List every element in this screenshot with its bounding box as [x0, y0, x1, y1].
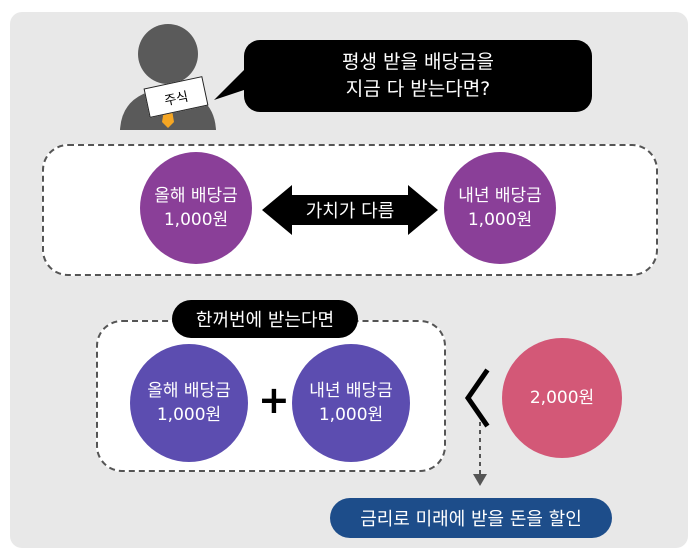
bottom-next-year-amount: 1,000원: [318, 405, 384, 425]
this-year-dividend-amount: 1,000원: [163, 210, 229, 230]
lump-sum-total-node: 2,000원: [502, 338, 622, 458]
lump-sum-title: 한꺼번에 받는다면: [172, 300, 358, 338]
value-differs-label: 가치가 다름: [305, 201, 395, 222]
this-year-dividend-label: 올해 배당금: [154, 186, 238, 206]
question-bubble: 평생 받을 배당금을 지금 다 받는다면?: [244, 40, 592, 112]
question-line-1: 평생 받을 배당금을: [342, 51, 494, 73]
bottom-next-year-label: 내년 배당금: [309, 381, 393, 401]
bottom-this-year-label: 올해 배당금: [147, 381, 231, 401]
less-than-icon: [464, 368, 490, 428]
double-arrow-icon: [262, 185, 438, 235]
bottom-this-year-node: 올해 배당금 1,000원: [130, 344, 248, 462]
down-arrow-icon: [473, 422, 487, 486]
next-year-dividend-label: 내년 배당금: [458, 186, 542, 206]
speech-tail: [214, 68, 250, 100]
next-year-dividend-node: 내년 배당금 1,000원: [444, 152, 556, 264]
plus-icon: +: [258, 378, 290, 422]
next-year-dividend-amount: 1,000원: [467, 210, 533, 230]
lump-sum-total-amount: 2,000원: [529, 388, 595, 408]
this-year-dividend-node: 올해 배당금 1,000원: [140, 152, 252, 264]
discount-note: 금리로 미래에 받을 돈을 할인: [330, 498, 612, 538]
bottom-this-year-amount: 1,000원: [156, 405, 222, 425]
question-line-2: 지금 다 받는다면?: [345, 78, 491, 100]
bottom-next-year-node: 내년 배당금 1,000원: [292, 344, 410, 462]
